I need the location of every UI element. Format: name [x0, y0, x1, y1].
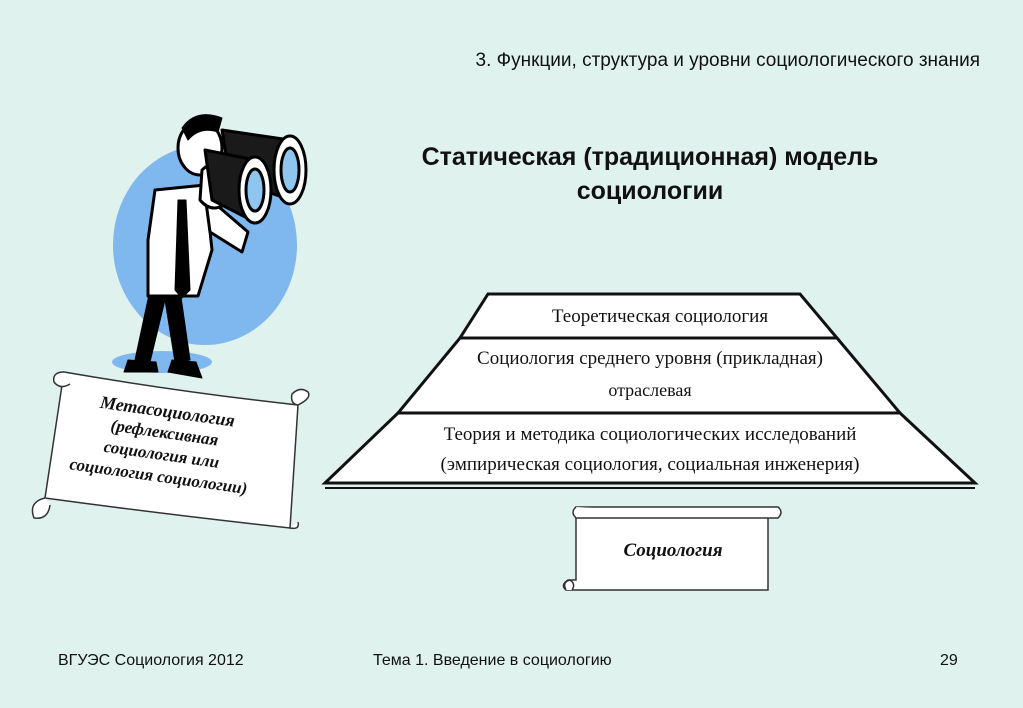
pyramid-tier-2-label: Социология среднего уровня (прикладная) — [477, 348, 823, 369]
section-title: 3. Функции, структура и уровни социологи… — [475, 50, 980, 71]
footer-topic: Тема 1. Введение в социологию — [373, 652, 612, 669]
pyramid-tier-1-label: Теоретическая социология — [551, 306, 769, 327]
main-title: Статическая (традиционная) модель социол… — [350, 140, 950, 208]
footer-organization: ВГУЭС Социология 2012 — [58, 652, 244, 669]
binoculars-icon — [203, 128, 308, 225]
pyramid-tier-1-shape — [457, 292, 841, 340]
pyramid-tier-3-sublabel: (эмпирическая социология, социальная инж… — [440, 454, 860, 475]
sociology-scroll-label: Социология — [623, 540, 723, 561]
main-title-line2: социологии — [576, 177, 724, 205]
pyramid — [321, 292, 979, 489]
main-title-line1: Статическая (традиционная) модель — [421, 143, 879, 171]
scroll-icon — [31, 371, 310, 530]
scroll-icon — [562, 506, 782, 591]
page-number: 29 — [940, 652, 958, 669]
man-with-binoculars-illustration — [123, 114, 308, 379]
pyramid-tier-3-label: Теория и методика социологических исслед… — [443, 424, 857, 445]
pyramid-tier-2-sublabel: отраслевая — [608, 380, 692, 400]
